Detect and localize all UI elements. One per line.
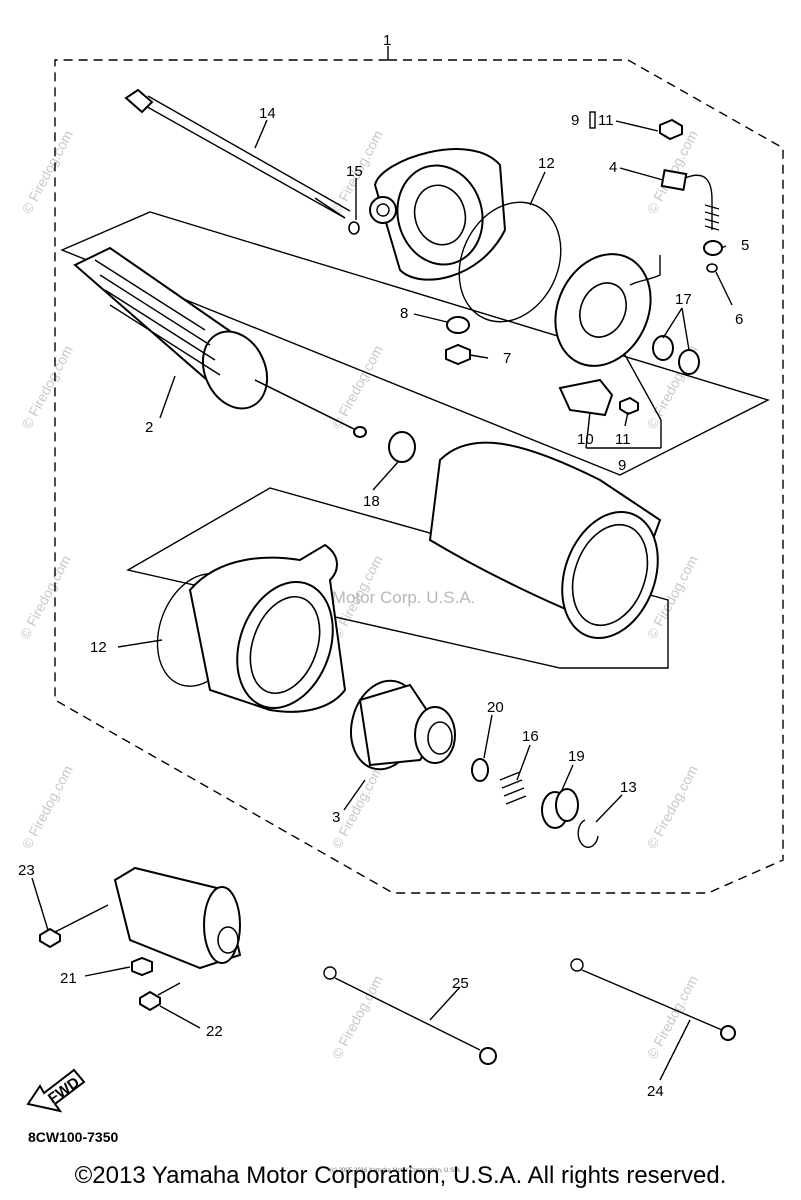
callout-12b: 12 bbox=[90, 639, 107, 656]
callout-3: 3 bbox=[332, 809, 340, 826]
callout-9: 9 bbox=[571, 112, 579, 129]
washer-6-part bbox=[706, 263, 718, 273]
callout-12: 12 bbox=[538, 155, 555, 172]
cable-25-part bbox=[323, 966, 497, 1065]
spring-16-part bbox=[499, 771, 527, 805]
fwd-arrow-icon: FWD bbox=[26, 1068, 86, 1113]
washer-18-part bbox=[388, 431, 416, 463]
watermark-site: © Firedog.com bbox=[19, 128, 76, 217]
callout-13: 13 bbox=[620, 779, 637, 796]
nut-7-part bbox=[445, 343, 471, 366]
bracket-icon bbox=[589, 111, 596, 129]
assembly-boundary bbox=[54, 59, 784, 894]
callout-11: 11 bbox=[598, 112, 614, 129]
housing-plane bbox=[126, 487, 669, 669]
nut-5-part bbox=[703, 240, 723, 256]
washer-8-part bbox=[446, 316, 470, 334]
callout-2: 2 bbox=[145, 419, 153, 436]
washer-17b-part bbox=[678, 349, 700, 375]
callout-19: 19 bbox=[568, 748, 585, 765]
watermark-site: © Firedog.com bbox=[19, 343, 76, 432]
watermark-site: © Firedog.com bbox=[329, 343, 386, 432]
copyright-footer: ©2013 Yamaha Motor Corporation, U.S.A. A… bbox=[74, 1162, 727, 1189]
nut-11-part bbox=[659, 118, 683, 141]
callout-15: 15 bbox=[346, 163, 363, 180]
callout-25: 25 bbox=[452, 975, 469, 992]
callout-8: 8 bbox=[400, 305, 408, 322]
callout-9b: 9 bbox=[618, 457, 626, 474]
callout-24: 24 bbox=[647, 1083, 664, 1100]
bolt-22-part bbox=[139, 982, 181, 1012]
brush-holder-part bbox=[558, 378, 614, 417]
callout-14: 14 bbox=[259, 105, 276, 122]
tiny-credit: (c) 2005-2016 Yamaha Motor Corporation, … bbox=[330, 1168, 462, 1174]
armature-plane bbox=[60, 211, 770, 476]
callout-20: 20 bbox=[487, 699, 504, 716]
callout-17: 17 bbox=[675, 291, 692, 308]
callout-11b: 11 bbox=[615, 431, 631, 448]
callout-7: 7 bbox=[503, 350, 511, 367]
callout-22: 22 bbox=[206, 1023, 223, 1040]
brush-plate-part bbox=[554, 253, 661, 367]
front-cover-part bbox=[188, 543, 347, 713]
starter-motor-assembly bbox=[39, 866, 242, 970]
cable-24-part bbox=[570, 958, 736, 1041]
long-bolt-part bbox=[124, 88, 351, 219]
callout-18: 18 bbox=[363, 493, 380, 510]
washer-17a-part bbox=[652, 335, 674, 361]
o-ring-upper-part bbox=[458, 201, 562, 323]
callout-16: 16 bbox=[522, 728, 539, 745]
washer-15-part bbox=[348, 221, 360, 235]
nut-21-part bbox=[131, 956, 153, 977]
callout-10: 10 bbox=[577, 431, 594, 448]
callout-23: 23 bbox=[18, 862, 35, 879]
terminal-part bbox=[660, 169, 720, 231]
callout-1: 1 bbox=[383, 32, 391, 49]
clutch-part bbox=[350, 679, 456, 771]
yoke-part bbox=[428, 441, 662, 639]
watermark-site: © Firedog.com bbox=[329, 763, 386, 852]
circlip-20-part bbox=[471, 758, 489, 782]
rear-cover-part bbox=[369, 148, 507, 281]
collar-19-part bbox=[541, 788, 579, 829]
circlip-13-part bbox=[577, 819, 599, 848]
watermark-site: © Firedog.com bbox=[19, 763, 76, 852]
watermark-site: © Firedog.com bbox=[644, 763, 701, 852]
callout-21: 21 bbox=[60, 970, 77, 987]
armature-part bbox=[73, 246, 367, 438]
watermark-site: © Firedog.com bbox=[17, 553, 74, 642]
callout-6: 6 bbox=[735, 311, 743, 328]
callout-5: 5 bbox=[741, 237, 749, 254]
callout-4: 4 bbox=[609, 159, 617, 176]
watermark-site: © Firedog.com bbox=[329, 973, 386, 1062]
leader-lines bbox=[31, 46, 733, 1081]
diagram-code: 8CW100-7350 bbox=[28, 1129, 118, 1145]
nut-11b-part bbox=[619, 396, 639, 416]
